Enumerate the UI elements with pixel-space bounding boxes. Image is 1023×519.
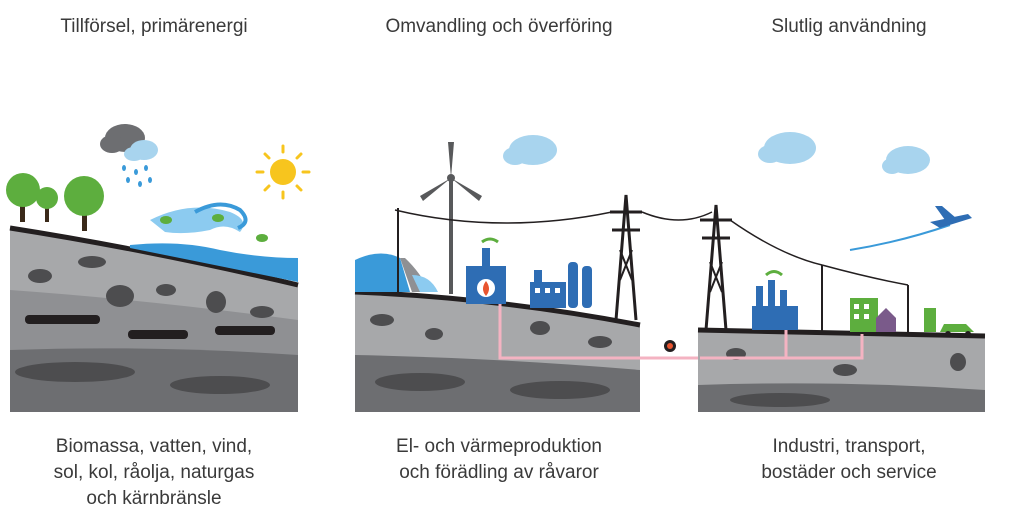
- conversion-panel: [354, 135, 642, 412]
- caption-supply: Biomassa, vatten, vind, sol, kol, råolja…: [10, 434, 298, 512]
- column-title-supply: Tillförsel, primärenergi: [60, 16, 248, 37]
- caption-end-use: Industri, transport, bostäder och servic…: [705, 434, 993, 486]
- caption-conversion-line: El- och värmeproduktion: [396, 436, 602, 457]
- caption-supply-line: och kärnbränsle: [86, 488, 222, 509]
- caption-conversion-line: och förädling av råvaror: [399, 462, 599, 483]
- supply-panel: [6, 124, 311, 412]
- caption-end-use-line: Industri, transport,: [772, 436, 926, 457]
- caption-conversion: El- och värmeproduktion och förädling av…: [355, 434, 643, 486]
- column-title-end-use: Slutlig användning: [771, 16, 927, 37]
- caption-end-use-line: bostäder och service: [761, 462, 937, 483]
- caption-supply-line: sol, kol, råolja, naturgas: [53, 462, 255, 483]
- caption-supply-line: Biomassa, vatten, vind,: [55, 436, 253, 457]
- end-use-panel: [697, 132, 986, 412]
- column-title-conversion: Omvandling och överföring: [385, 16, 613, 37]
- transmission-link: [640, 211, 713, 360]
